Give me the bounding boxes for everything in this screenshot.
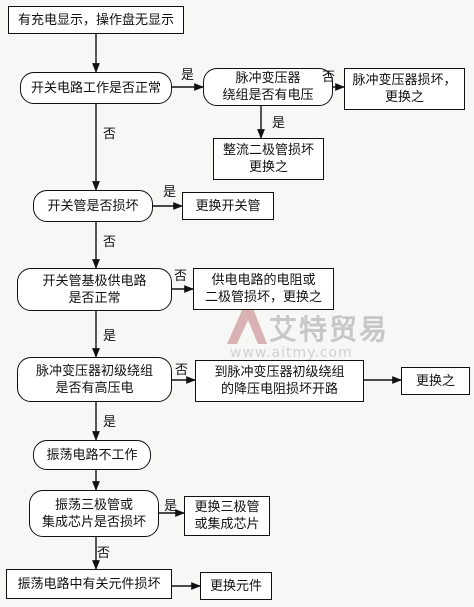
node-resistor-open: 到脉冲变压器初级绕组 的降压电阻损坏开路 — [195, 360, 364, 402]
node-replace-component: 更换元件 — [200, 572, 272, 600]
node-pulse-transformer-damaged: 脉冲变压器损坏， 更换之 — [344, 68, 465, 110]
label-no-primary-hv: 否 — [175, 363, 189, 378]
node-switch-tube-check: 开关管是否损坏 — [33, 190, 153, 222]
label-no-switch-circuit: 否 — [103, 127, 117, 142]
label-yes-base-supply: 是 — [103, 329, 117, 344]
node-replace-transistor-ic: 更换三极管 或集成芯片 — [184, 496, 270, 536]
node-replace-it: 更换之 — [401, 367, 470, 395]
label-yes-pulse-winding: 是 — [272, 116, 286, 131]
node-base-supply-check: 开关管基极供电路 是否正常 — [17, 268, 172, 311]
label-yes-switch-circuit: 是 — [181, 68, 195, 83]
label-yes-primary-hv: 是 — [103, 415, 117, 430]
node-transistor-ic-check: 振荡三极管或 集成芯片是否损坏 — [29, 490, 159, 537]
node-supply-circuit-damaged: 供电电路的电阻或 二极管损坏，更换之 — [193, 268, 334, 310]
label-yes-switch-tube: 是 — [163, 185, 177, 200]
node-component-damaged: 振荡电路中有关元件损坏 — [6, 569, 172, 599]
watermark-brand: 艾特贸易 — [269, 313, 390, 346]
node-pulse-winding-check: 脉冲变压器 绕组是否有电压 — [203, 68, 333, 106]
label-no-transistor-ic: 否 — [97, 546, 111, 561]
watermark-a-icon — [227, 308, 267, 344]
node-start: 有充电显示，操作盘无显示 — [8, 6, 184, 34]
label-no-base-supply: 否 — [174, 269, 188, 284]
label-no-pulse-winding: 否 — [322, 70, 336, 85]
node-primary-hv-check: 脉冲变压器初级绕组 是否有高压电 — [17, 357, 172, 402]
watermark-url: www.aitmy.com — [230, 345, 353, 361]
node-switch-circuit-check: 开关电路工作是否正常 — [20, 72, 172, 104]
watermark-logo: 艾特贸易 — [223, 306, 433, 346]
label-no-switch-tube: 否 — [103, 235, 117, 250]
node-oscillator-not-working: 振荡电路不工作 — [33, 440, 151, 470]
node-replace-switch-tube: 更换开关管 — [182, 192, 274, 220]
node-rectifier-damaged: 整流二极管损坏 更换之 — [213, 138, 324, 180]
label-yes-transistor-ic: 是 — [164, 499, 178, 514]
